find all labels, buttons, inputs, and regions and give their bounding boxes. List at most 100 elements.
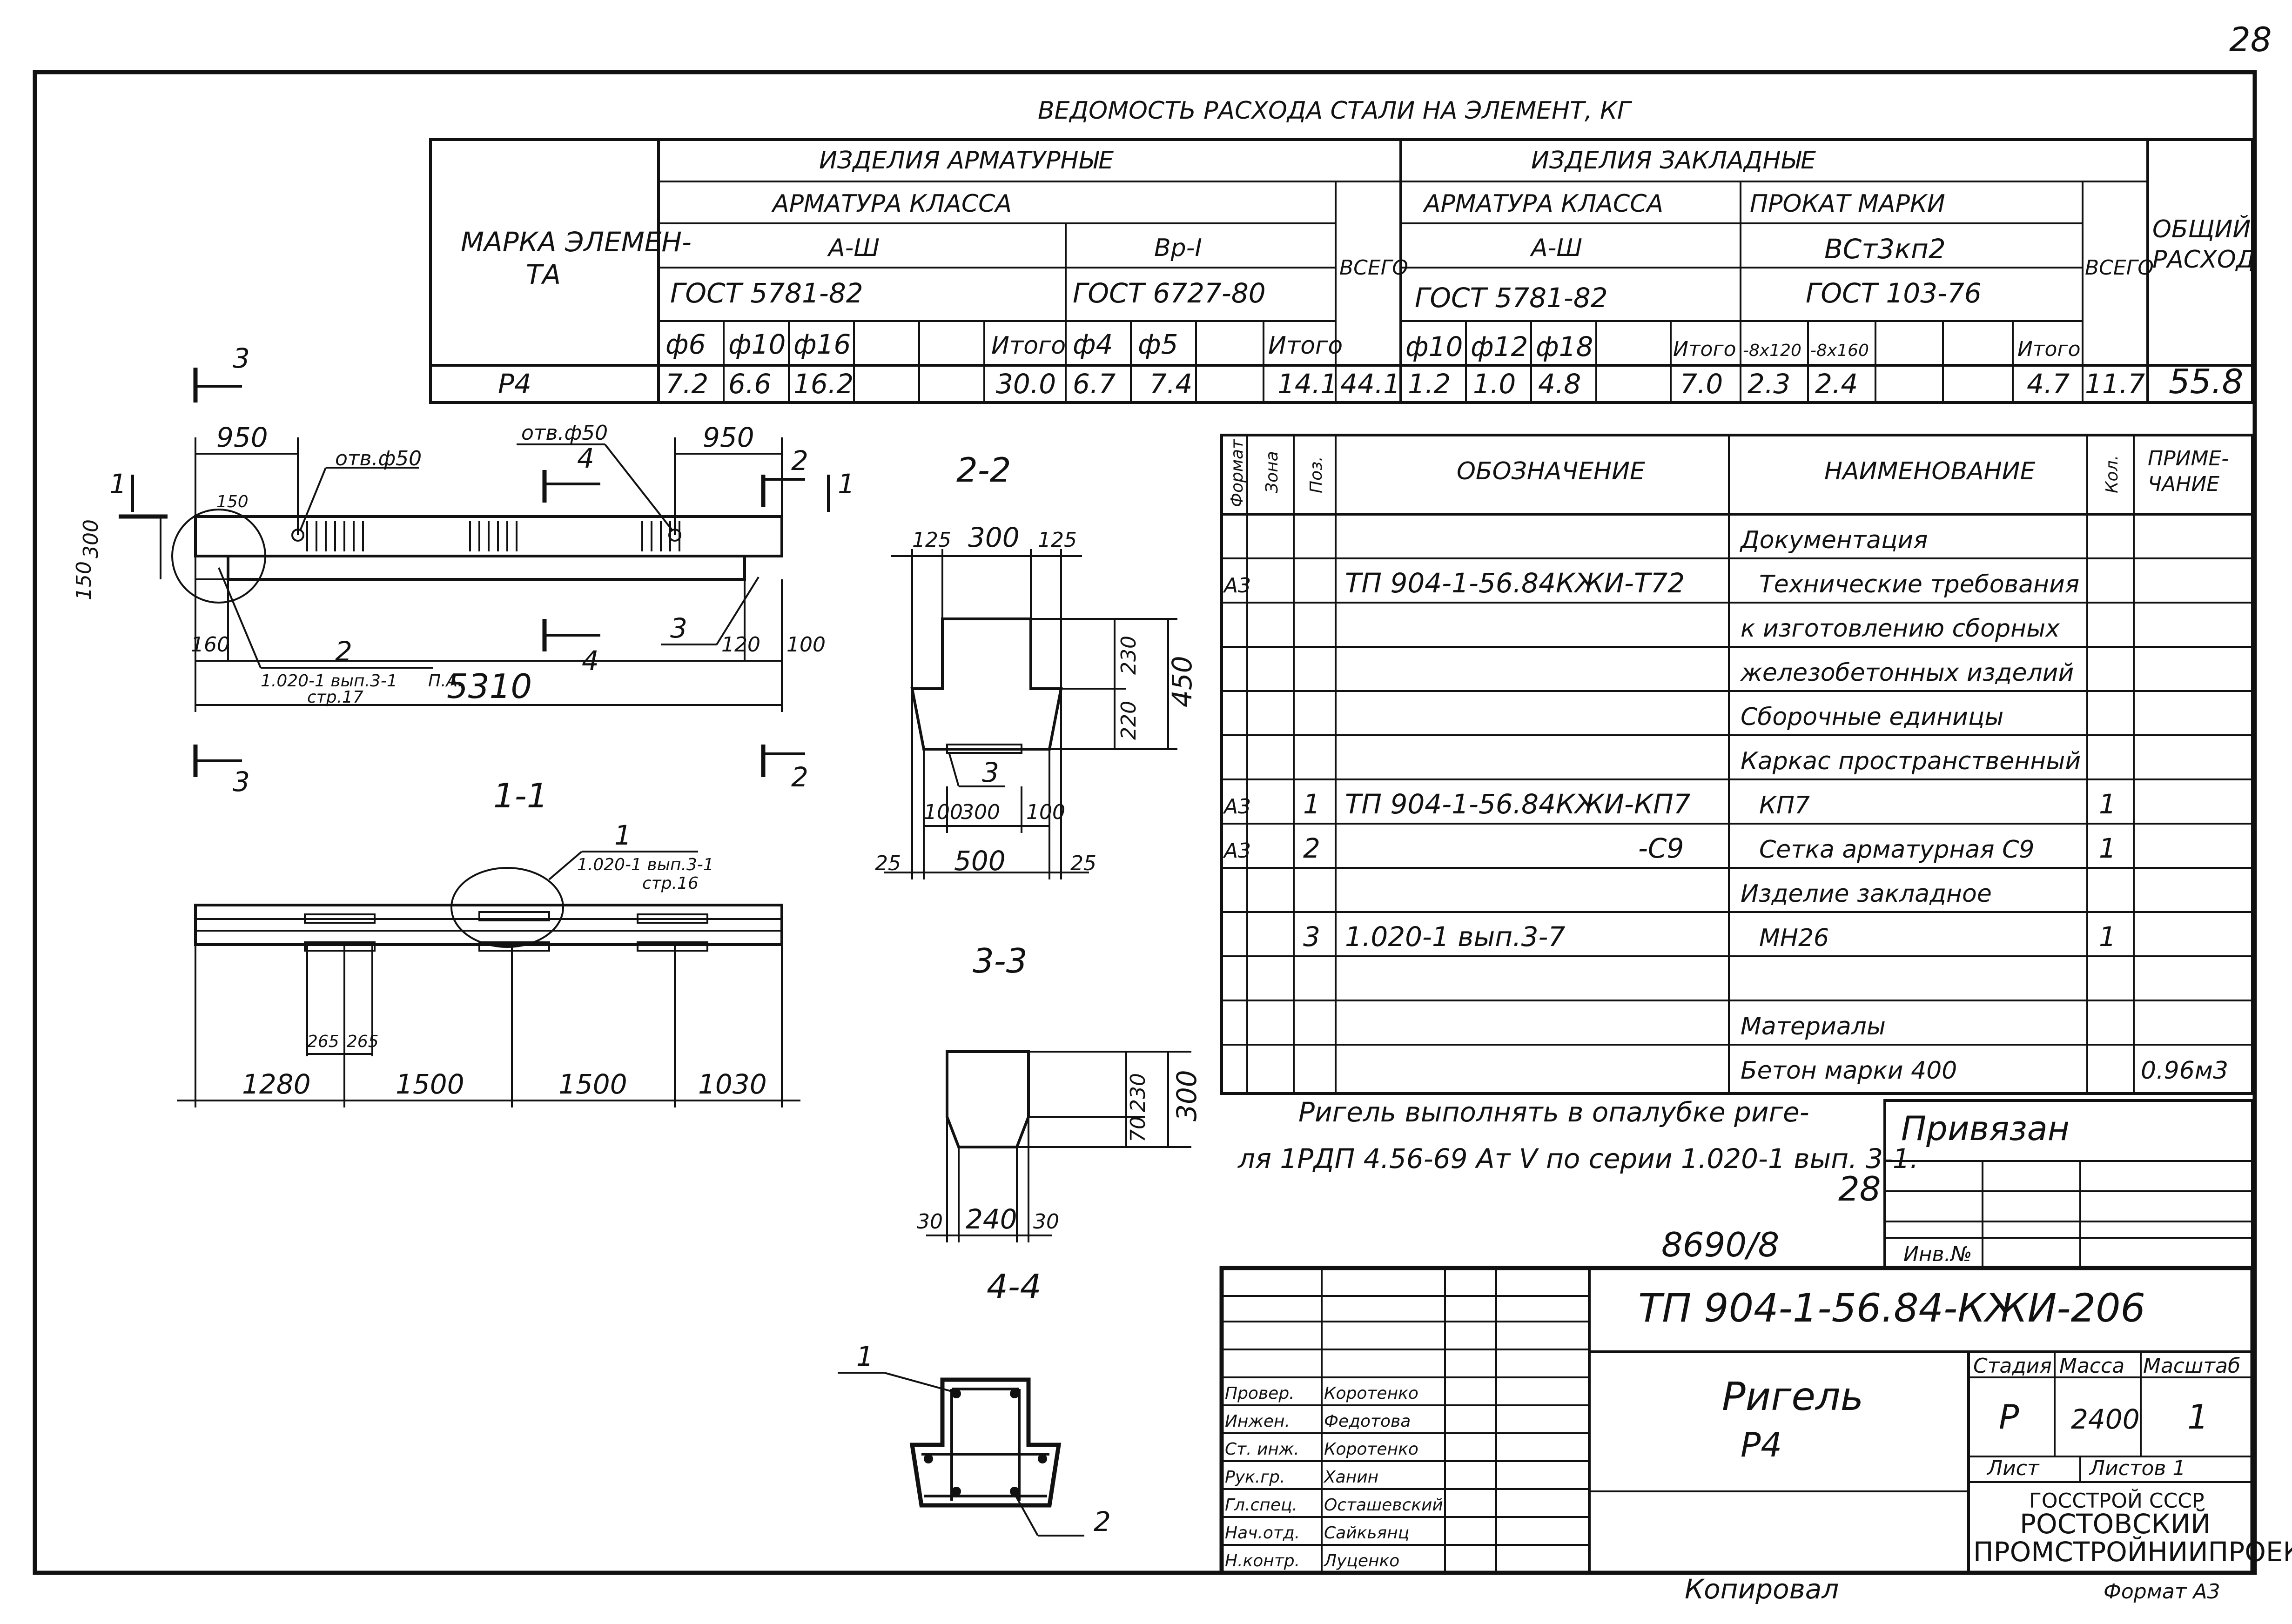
d-rolled-0: -8х120 — [1743, 341, 1801, 360]
spec-h-name: НАИМЕНОВАНИЕ — [1824, 457, 2036, 485]
spec-h-format: Формат — [1228, 439, 1247, 507]
sheets-header: Листов 1 — [2089, 1456, 2185, 1480]
dim-100: 100 — [786, 633, 826, 657]
itogo-emb: Итого — [1673, 337, 1736, 361]
spec-cell-name: Сетка арматурная С9 — [1759, 836, 2035, 864]
spec-cell-pos: 2 — [1303, 832, 1320, 864]
spec-cell-name: Технические требования — [1759, 570, 2079, 598]
spec-cell-format: А3 — [1223, 795, 1251, 819]
d-a3-1: ф10 — [728, 329, 786, 360]
dim-25b: 25 — [1070, 852, 1096, 875]
org-1: ГОССТРОЙ СССР — [2029, 1488, 2205, 1513]
row-rolled-0: 2.3 — [1748, 368, 1790, 400]
spec-cell-pos: 3 — [1303, 921, 1320, 953]
row-emb-all: 11.7 — [2085, 368, 2145, 400]
d-a3-2: ф16 — [793, 329, 851, 360]
dim-70: 70 — [1126, 1116, 1150, 1142]
signer-role: Провер. — [1225, 1384, 1295, 1403]
itogo-a3: Итого — [991, 332, 1066, 360]
scale-value: 1 — [2187, 1397, 2209, 1436]
row-emb-0: 1.2 — [1408, 368, 1451, 400]
dim-150b: 150 — [72, 561, 96, 600]
row-emb-1: 1.0 — [1473, 368, 1516, 400]
page-number: 28 — [2229, 20, 2272, 59]
group-armature: ИЗДЕЛИЯ АРМАТУРНЫЕ — [819, 147, 1114, 174]
spec-row: к изготовлению сборных — [1222, 615, 2252, 648]
itogo-rolled: Итого — [2017, 337, 2081, 361]
row-arm-total: 44.1 — [1340, 368, 1400, 400]
dim-950-left: 950 — [216, 422, 268, 453]
section-1-1-ref: 1.020-1 вып.3-1 — [577, 855, 714, 874]
cut-mark-2-bottom: 2 — [761, 745, 808, 793]
pos-2-ref: 1.020-1 вып.3-1 — [261, 671, 397, 691]
dim-230-33: 230 — [1126, 1073, 1150, 1112]
section-4-4-title: 4-4 — [987, 1267, 1042, 1306]
spec-cell-format: А3 — [1223, 574, 1251, 597]
dim-30a: 30 — [917, 1210, 943, 1234]
class-a3: А-Ш — [827, 234, 880, 262]
spec-cell-format: А3 — [1223, 839, 1251, 863]
spec-table: Формат Зона Поз. ОБОЗНАЧЕНИЕ НАИМЕНОВАНИ… — [1220, 434, 2254, 1095]
section-2-2-pos3: 3 — [982, 757, 999, 788]
dim-125a: 125 — [912, 528, 951, 552]
spec-row: Сборочные единицы — [1222, 703, 2252, 736]
dim-1030: 1030 — [698, 1068, 767, 1100]
spec-cell-name: Каркас пространственный — [1741, 747, 2081, 775]
title-code: ТП 904-1-56.84-КЖИ-206 — [1638, 1285, 2145, 1331]
dim-300: 300 — [968, 522, 1020, 553]
steel-table: ВЕДОМОСТЬ РАСХОДА СТАЛИ НА ЭЛЕМЕНТ, КГ — [429, 97, 2255, 404]
spec-cell-name: железобетонных изделий — [1740, 659, 2074, 687]
dim-240: 240 — [966, 1203, 1017, 1235]
spec-cell-name: Бетон марки 400 — [1741, 1057, 1957, 1085]
total-arm-header: ВСЕГО — [1339, 256, 1408, 280]
row-rolled-total: 4.7 — [2027, 368, 2070, 400]
row-vr1-1: 7.4 — [1149, 368, 1192, 400]
general-note: Ригель выполнять в опалубке риге- ля 1РД… — [1237, 1096, 1918, 1264]
detail-circle — [171, 509, 266, 604]
signer-name: Федотова — [1324, 1412, 1411, 1431]
spec-row: железобетонных изделий — [1222, 659, 2252, 692]
mark-header-2: ТА — [526, 259, 561, 290]
d-emb-1: ф12 — [1471, 331, 1528, 362]
pos-3-label: 3 — [670, 612, 687, 644]
row-a3-0: 7.2 — [665, 368, 708, 400]
pos-2-label: 2 — [335, 636, 352, 667]
armature-class: АРМАТУРА КЛАССА — [771, 190, 1012, 218]
spec-cell-name: Сборочные единицы — [1741, 703, 2003, 731]
signer-role: Н.контр. — [1225, 1551, 1300, 1570]
section-3-3-title: 3-3 — [973, 941, 1028, 980]
hole-label-right: отв.ф50 — [521, 421, 608, 445]
spec-cell-pos: 1 — [1303, 788, 1320, 820]
mass-value: 2400 — [2071, 1403, 2140, 1435]
title-name-1: Ригель — [1722, 1374, 1863, 1419]
spec-cell-note: 0.96м3 — [2141, 1057, 2228, 1085]
svg-text:1: 1 — [838, 468, 855, 500]
d-emb-0: ф10 — [1405, 331, 1463, 362]
hole-label-left: отв.ф50 — [335, 447, 422, 470]
row-mark: Р4 — [498, 368, 531, 400]
spec-h-zone: Зона — [1263, 451, 1282, 493]
spec-row: Бетон марки 400 0.96м3 — [1741, 1057, 2228, 1085]
row-a3-1: 6.6 — [728, 368, 771, 400]
stage-value: Р — [1999, 1397, 2019, 1436]
signer-row: Нач.отд.Сайкьянц — [1222, 1516, 1589, 1543]
overall-header: ОБЩИЙ — [2152, 215, 2251, 243]
dim-1500b: 1500 — [558, 1068, 627, 1100]
row-emb-total: 7.0 — [1680, 368, 1723, 400]
dim-220: 220 — [1117, 701, 1141, 740]
spec-cell-name: к изготовлению сборных — [1741, 615, 2060, 643]
spec-h-designation: ОБОЗНАЧЕНИЕ — [1457, 457, 1645, 485]
svg-text:4: 4 — [577, 443, 594, 474]
cut-mark-3-bottom: 3 — [193, 745, 250, 798]
dim-30b: 30 — [1033, 1210, 1059, 1234]
dim-150-300: 300 — [79, 519, 103, 558]
spec-cell-designation: ТП 904-1-56.84КЖИ-Т72 — [1345, 567, 1685, 599]
pos-2-page: стр.17 — [307, 688, 363, 707]
footer-copied: Копировал — [1685, 1573, 1839, 1605]
sheet-header: Лист — [1986, 1456, 2040, 1480]
dim-300b: 300 — [961, 800, 1000, 824]
spec-cell-name: Материалы — [1741, 1013, 1886, 1040]
